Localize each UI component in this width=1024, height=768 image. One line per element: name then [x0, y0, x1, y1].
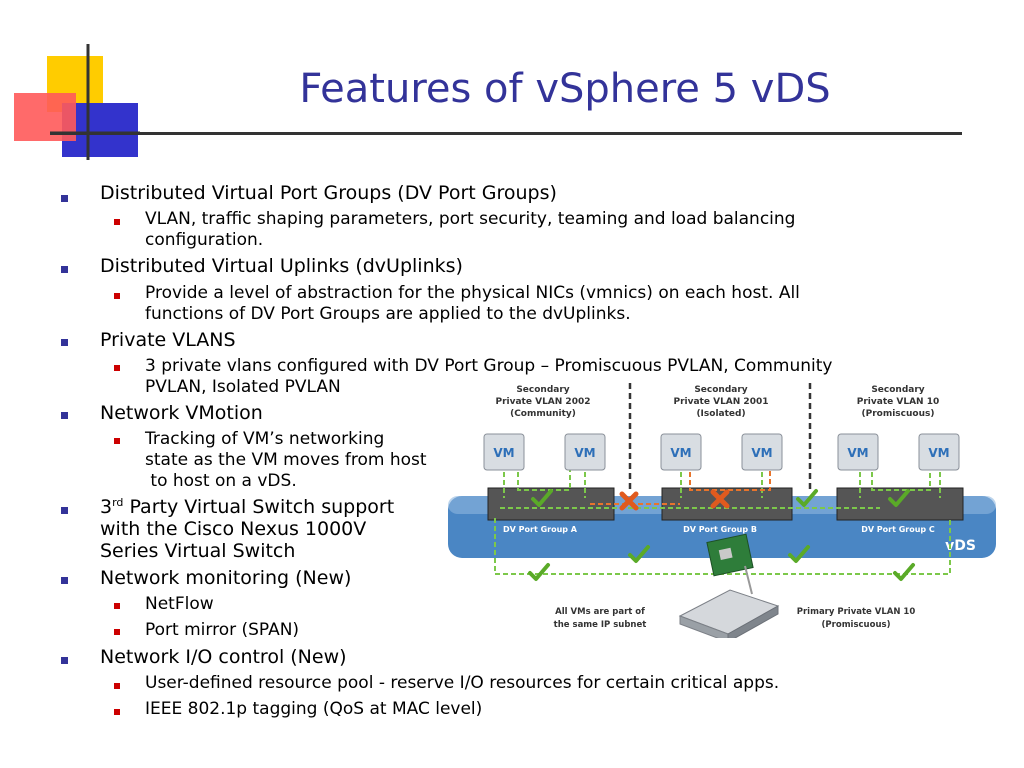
sub-bullet-line: NetFlow — [145, 594, 214, 614]
bullet-third-party-switch: 3rd Party Virtual Switch support — [100, 496, 395, 518]
check-icon — [893, 563, 915, 581]
bullet-dvuplinks: Distributed Virtual Uplinks (dvUplinks) — [100, 255, 463, 277]
cross-icon — [710, 489, 730, 509]
title-underline — [50, 132, 962, 135]
sub-bullet-line: Provide a level of abstraction for the p… — [145, 283, 800, 303]
pvlan-diagram: Secondary Private VLAN 2002 (Community) … — [448, 383, 996, 638]
vm-icon — [660, 433, 702, 471]
vlan-header: Secondary — [694, 385, 747, 395]
vm-label: VM — [493, 446, 514, 460]
bullet-continuation: Series Virtual Switch — [100, 540, 296, 562]
sub-bullet-marker — [114, 365, 120, 371]
sub-bullet-line: IEEE 802.1p tagging (QoS at MAC level) — [145, 699, 483, 719]
check-icon — [531, 489, 553, 507]
bullet-marker — [61, 195, 68, 202]
subnet-note: All VMs are part of — [555, 607, 645, 617]
check-icon — [528, 563, 550, 581]
sub-bullet-line: User-defined resource pool - reserve I/O… — [145, 673, 780, 693]
primary-vlan-label: Primary Private VLAN 10 — [797, 607, 916, 617]
vlan-header: Private VLAN 2002 — [496, 397, 591, 407]
check-icon — [628, 545, 650, 563]
vm-icon — [564, 433, 606, 471]
bullet-continuation: with the Cisco Nexus 1000V — [100, 518, 367, 540]
sub-bullet-marker — [114, 709, 120, 715]
sub-bullet-line: configuration. — [145, 230, 264, 250]
port-group-label: DV Port Group A — [503, 525, 578, 534]
vm-label: VM — [751, 446, 772, 460]
subnet-note: the same IP subnet — [554, 620, 647, 630]
vlan-header: Private VLAN 10 — [857, 397, 939, 407]
vlan-header: (Community) — [510, 409, 576, 419]
bullet-dv-port-groups: Distributed Virtual Port Groups (DV Port… — [100, 182, 557, 204]
sub-bullet-marker — [114, 438, 120, 444]
vm-icon — [483, 433, 525, 471]
corner-decoration — [14, 44, 140, 160]
sub-bullet-marker — [114, 603, 120, 609]
bullet-marker — [61, 339, 68, 346]
vlan-header: (Isolated) — [696, 409, 745, 419]
bullet-network-vmotion: Network VMotion — [100, 402, 263, 424]
bullet-private-vlans: Private VLANS — [100, 329, 236, 351]
sub-bullet-marker — [114, 219, 120, 225]
vlan-header: (Promiscuous) — [862, 409, 935, 419]
sub-bullet-line: to host on a vDS. — [145, 471, 297, 491]
port-group-label: DV Port Group B — [683, 525, 757, 534]
vm-label: VM — [847, 446, 868, 460]
sub-bullet-line: VLAN, traffic shaping parameters, port s… — [145, 209, 796, 229]
bullet-marker — [61, 577, 68, 584]
sub-bullet-line: state as the VM moves from host — [145, 450, 427, 470]
check-icon — [888, 489, 910, 507]
slide-title: Features of vSphere 5 vDS — [299, 66, 831, 112]
sub-bullet-line: Tracking of VM’s networking — [145, 429, 385, 449]
sub-bullet-marker — [114, 683, 120, 689]
bullet-network-io-control: Network I/O control (New) — [100, 646, 347, 668]
vm-icon — [837, 433, 879, 471]
port-group-label: DV Port Group C — [861, 525, 935, 534]
vm-icon — [741, 433, 783, 471]
sub-bullet-marker — [114, 293, 120, 299]
sub-bullet-line: PVLAN, Isolated PVLAN — [145, 377, 341, 397]
sub-bullet-line: 3 private vlans configured with DV Port … — [145, 356, 833, 376]
bullet-marker — [61, 412, 68, 419]
sub-bullet-line: functions of DV Port Groups are applied … — [145, 304, 631, 324]
check-icon — [796, 489, 818, 507]
bullet-marker — [61, 266, 68, 273]
cross-icon — [619, 491, 639, 511]
check-icon — [788, 545, 810, 563]
sub-bullet-marker — [114, 629, 120, 635]
nic-card-icon — [706, 533, 754, 595]
physical-switch-icon — [678, 589, 780, 638]
vds-label: vDS — [945, 538, 976, 554]
bullet-marker — [61, 507, 68, 514]
vm-label: VM — [928, 446, 949, 460]
vm-group: VM VM VM VM VM VM — [483, 433, 960, 471]
vm-icon — [918, 433, 960, 471]
port-group-box — [836, 487, 964, 521]
primary-vlan-label: (Promiscuous) — [822, 620, 891, 630]
vlan-header: Secondary — [516, 385, 569, 395]
vlan-header: Secondary — [871, 385, 924, 395]
sub-bullet-line: Port mirror (SPAN) — [145, 620, 300, 640]
bullet-marker — [61, 657, 68, 664]
vm-label: VM — [574, 446, 595, 460]
bullet-network-monitoring: Network monitoring (New) — [100, 567, 352, 589]
vlan-header: Private VLAN 2001 — [674, 397, 769, 407]
vm-label: VM — [670, 446, 691, 460]
